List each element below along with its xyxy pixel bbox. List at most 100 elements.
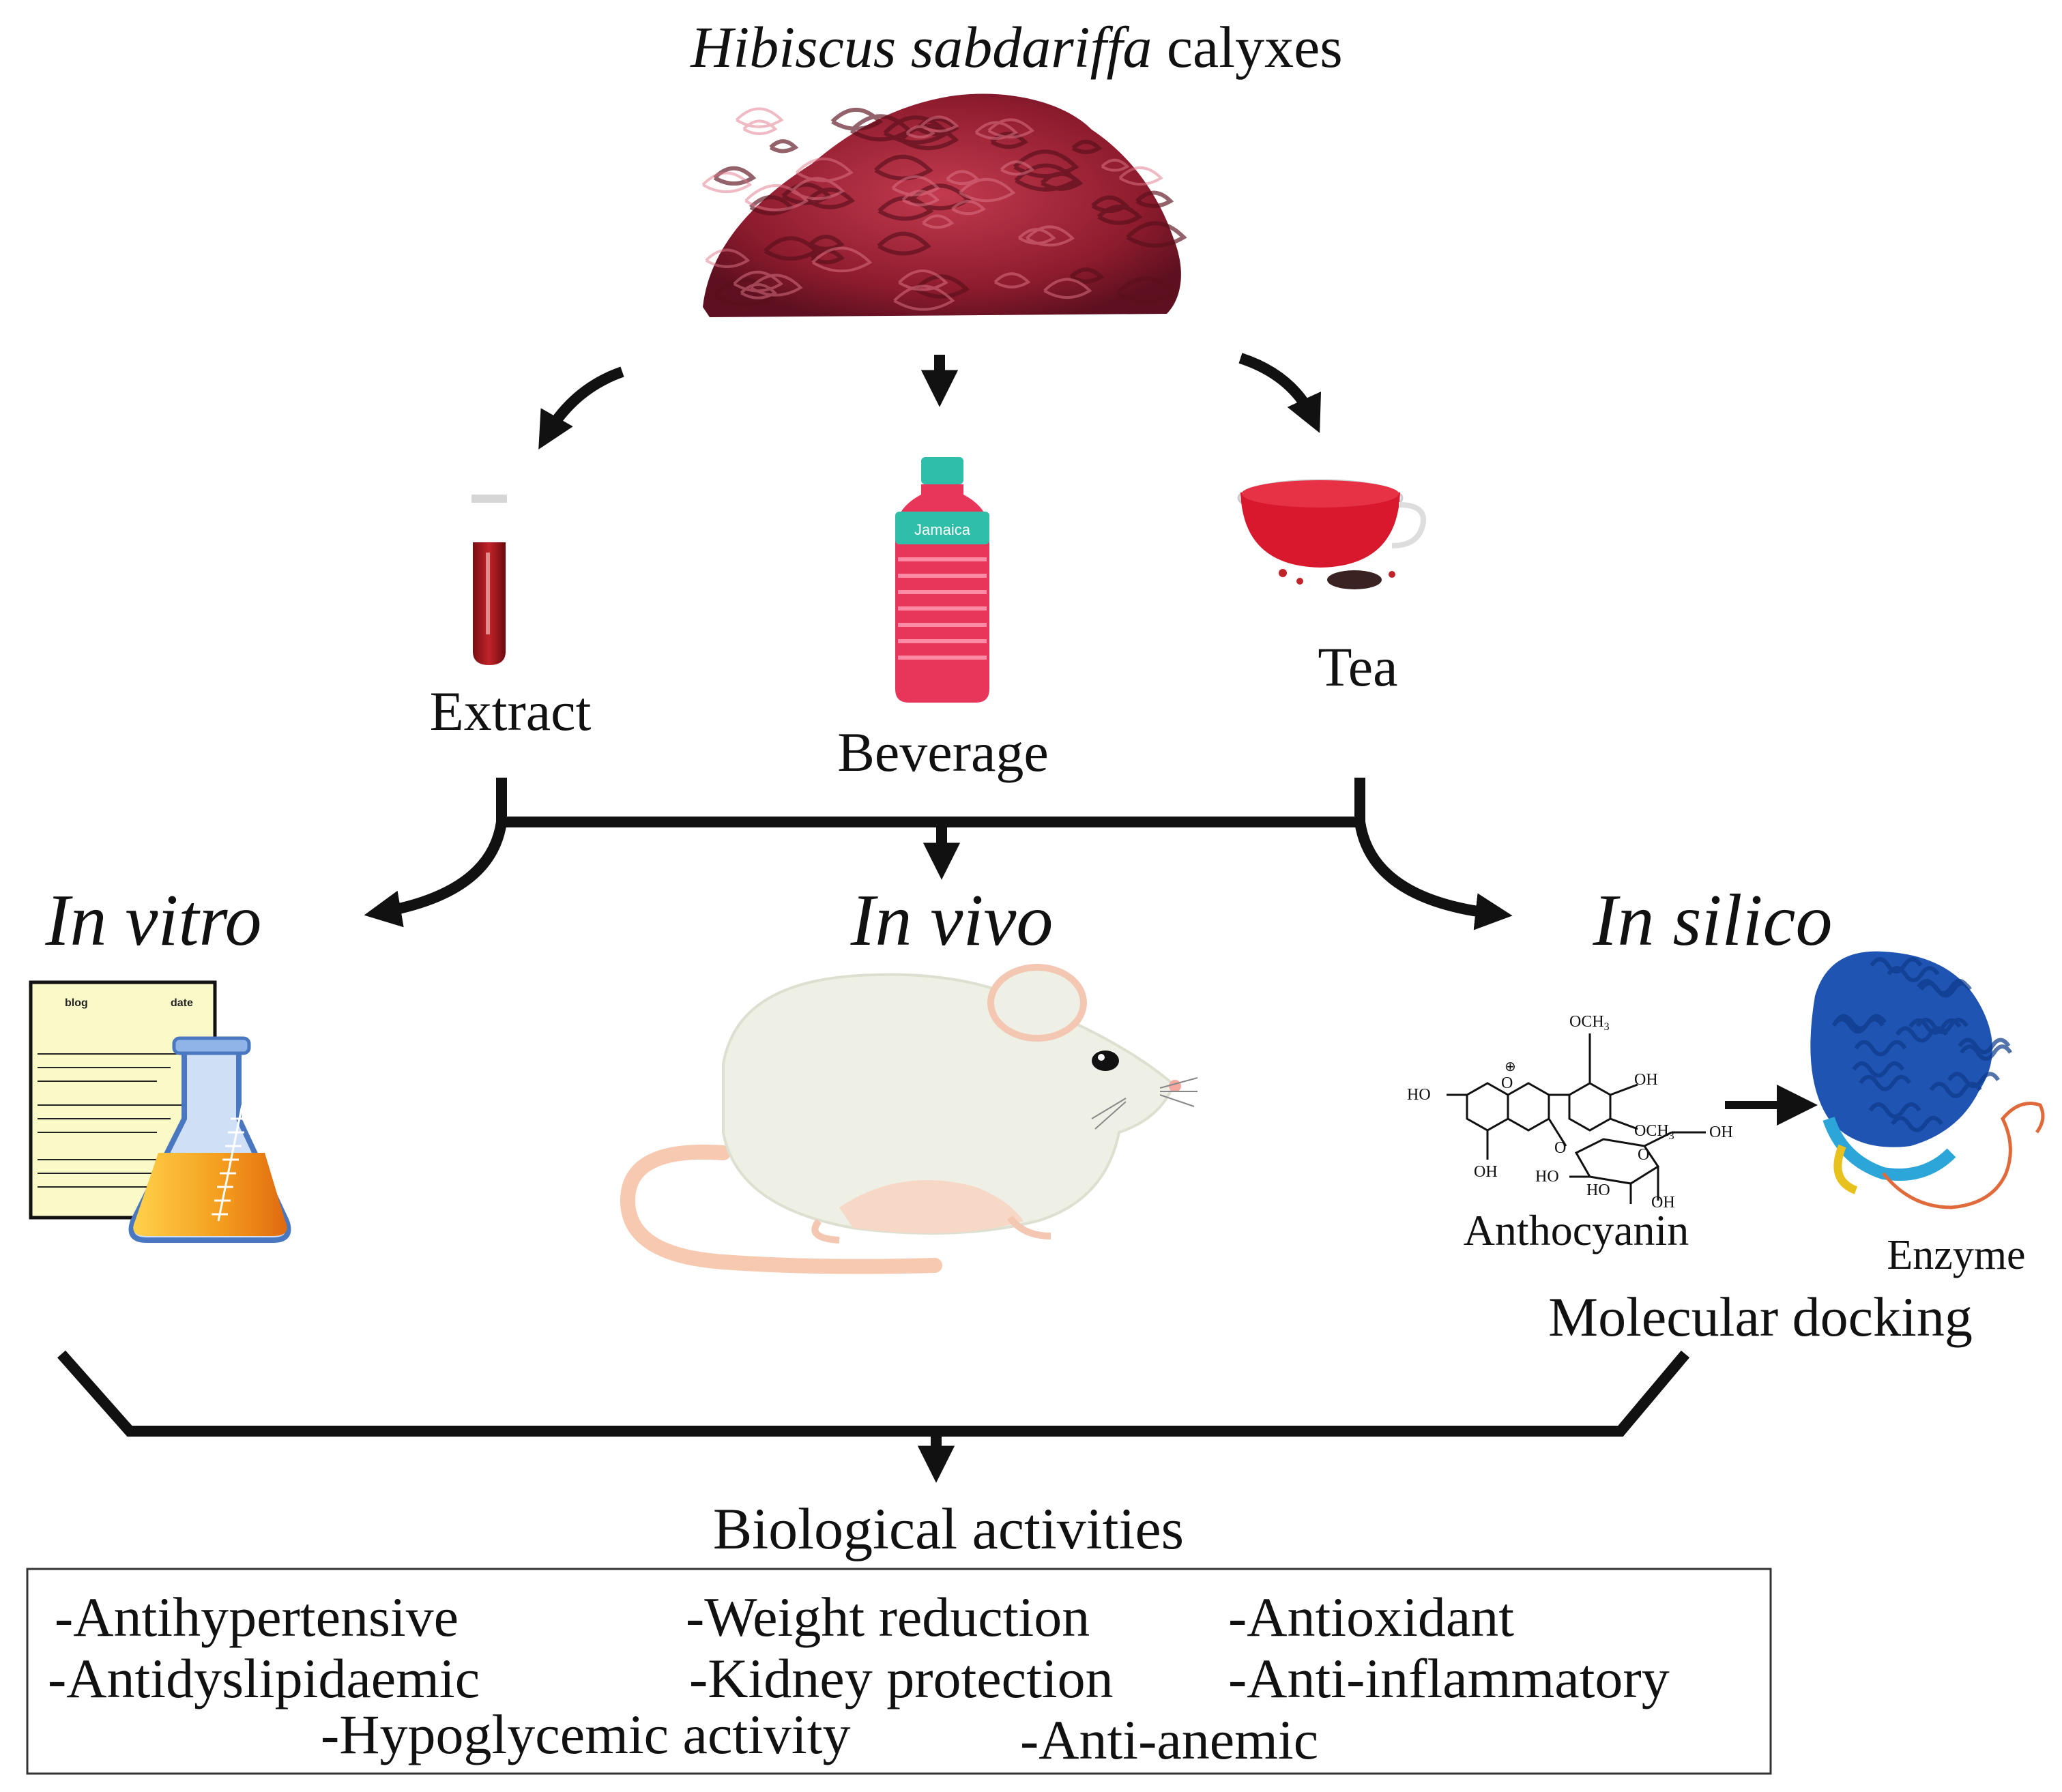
- petal-texture: [791, 177, 845, 201]
- petal-texture: [910, 183, 972, 211]
- petal-texture: [946, 170, 980, 186]
- molecular-docking-label: Molecular docking: [1548, 1286, 1973, 1348]
- activities-list: -Antihypertensive -Weight reduction -Ant…: [48, 1586, 1670, 1771]
- helix-texture: [1859, 1074, 1912, 1091]
- petal-texture: [1014, 163, 1079, 192]
- activity-item: -Antihypertensive: [55, 1586, 459, 1648]
- helix-texture: [1947, 1072, 2000, 1089]
- petal-texture: [905, 125, 935, 139]
- petal-texture: [713, 166, 757, 186]
- flask-scale-line: [217, 1104, 244, 1222]
- flask-icon: [128, 1036, 291, 1243]
- helix-texture: [1919, 981, 1972, 998]
- title-italic: Hibiscus sabdariffa: [690, 14, 1152, 80]
- petal-texture: [1126, 221, 1187, 248]
- notebook-header-left: blog: [65, 997, 88, 1009]
- atom-o-link: O: [1554, 1139, 1566, 1157]
- enzyme-label: Enzyme: [1887, 1232, 2025, 1278]
- petal-texture: [1069, 267, 1105, 284]
- atom-oh-sugar-end: OH: [1709, 1123, 1733, 1141]
- bottle-icon: Jamaica: [895, 457, 989, 703]
- petal-texture: [901, 190, 940, 207]
- petal-texture: [750, 274, 803, 297]
- activities-heading: Biological activities: [713, 1496, 1184, 1561]
- helix-texture: [1831, 1017, 1885, 1034]
- title: Hibiscus sabdariffa calyxes: [690, 14, 1343, 80]
- petal-texture: [806, 188, 856, 209]
- petal-texture: [809, 234, 845, 251]
- petal-texture: [974, 121, 1018, 140]
- teacup-icon: [1237, 479, 1426, 589]
- arrow-to-in-vitro: [364, 821, 507, 928]
- helix-texture: [1908, 1018, 1962, 1035]
- petal-texture: [701, 171, 753, 193]
- helix-texture: [1958, 1038, 2011, 1055]
- activity-item: -Antioxidant: [1228, 1586, 1514, 1648]
- activity-item: -Anti-inflammatory: [1228, 1647, 1670, 1709]
- test-tube-icon: [471, 495, 507, 665]
- arrow-to-extract: [538, 366, 624, 450]
- helix-texture: [1887, 966, 1940, 983]
- products-bracket: [496, 778, 1365, 827]
- atom-ho-sugar2: HO: [1586, 1181, 1610, 1199]
- anthocyanin-structure: OCH3 OH OCH3 HO OH ⊕ O O O OH HO HO OH: [1407, 1013, 1733, 1211]
- petal-texture: [1097, 205, 1143, 225]
- petal-texture: [1000, 160, 1034, 176]
- atom-ho-sugar1: HO: [1535, 1168, 1559, 1186]
- petal-texture: [830, 107, 884, 131]
- atom-oplus: ⊕: [1505, 1059, 1516, 1074]
- petal-texture: [1101, 158, 1130, 172]
- anthocyanin-label: Anthocyanin: [1464, 1206, 1689, 1254]
- in-vivo-label: In vivo: [850, 880, 1054, 961]
- atom-ho-left: HO: [1407, 1086, 1431, 1104]
- petal-texture: [764, 236, 820, 261]
- atom-oh-right: OH: [1634, 1071, 1658, 1089]
- petal-texture: [735, 107, 784, 128]
- helix-texture: [1895, 1026, 1948, 1043]
- helix-texture: [1852, 1061, 1905, 1078]
- petal-texture: [920, 115, 959, 133]
- atom-o-ring: O: [1501, 1074, 1513, 1092]
- activities-box: [26, 1568, 1772, 1775]
- beverage-label: Beverage: [837, 721, 1049, 783]
- petal-texture: [1017, 228, 1056, 245]
- petal-texture: [795, 157, 854, 182]
- helix-texture: [1833, 1014, 1887, 1031]
- petal-texture: [705, 248, 751, 268]
- helix-texture: [1870, 957, 1923, 974]
- petal-texture: [1013, 149, 1079, 179]
- petal-texture: [1116, 276, 1178, 304]
- petal-texture: [893, 284, 955, 311]
- petal-texture: [951, 199, 986, 216]
- helix-texture: [1868, 1102, 1921, 1119]
- arrow-to-in-silico: [1354, 821, 1513, 930]
- helix-texture: [1960, 1044, 2013, 1061]
- atom-och3-right: OCH3: [1634, 1122, 1674, 1142]
- petal-texture: [769, 139, 799, 153]
- petal-texture: [742, 119, 778, 136]
- petal-texture: [891, 175, 940, 196]
- atom-oh-sugar-bottom: OH: [1651, 1194, 1675, 1211]
- protein-structure-image: [1810, 951, 2045, 1209]
- notebook-header-right: date: [171, 997, 193, 1009]
- petal-texture: [922, 214, 955, 229]
- in-vitro-label: In vitro: [45, 880, 262, 961]
- bottle-label-text: Jamaica: [914, 521, 971, 538]
- petal-texture: [959, 178, 1016, 203]
- petal-texture: [1043, 278, 1092, 299]
- in-silico-label: In silico: [1593, 880, 1833, 961]
- petal-texture: [873, 154, 933, 181]
- petal-texture: [914, 274, 970, 299]
- extract-label: Extract: [430, 680, 592, 742]
- petal-texture: [877, 231, 931, 256]
- activity-item: -Weight reduction: [686, 1586, 1090, 1648]
- arrow-to-tea: [1238, 353, 1322, 433]
- petal-texture: [744, 184, 809, 211]
- title-rest: calyxes: [1152, 14, 1342, 80]
- methods-bracket: [57, 1350, 1690, 1437]
- activity-item: -Antidyslipidaemic: [48, 1647, 480, 1709]
- petal-texture: [1118, 166, 1163, 186]
- atom-och3-top: OCH3: [1569, 1013, 1610, 1033]
- petal-texture: [811, 246, 873, 273]
